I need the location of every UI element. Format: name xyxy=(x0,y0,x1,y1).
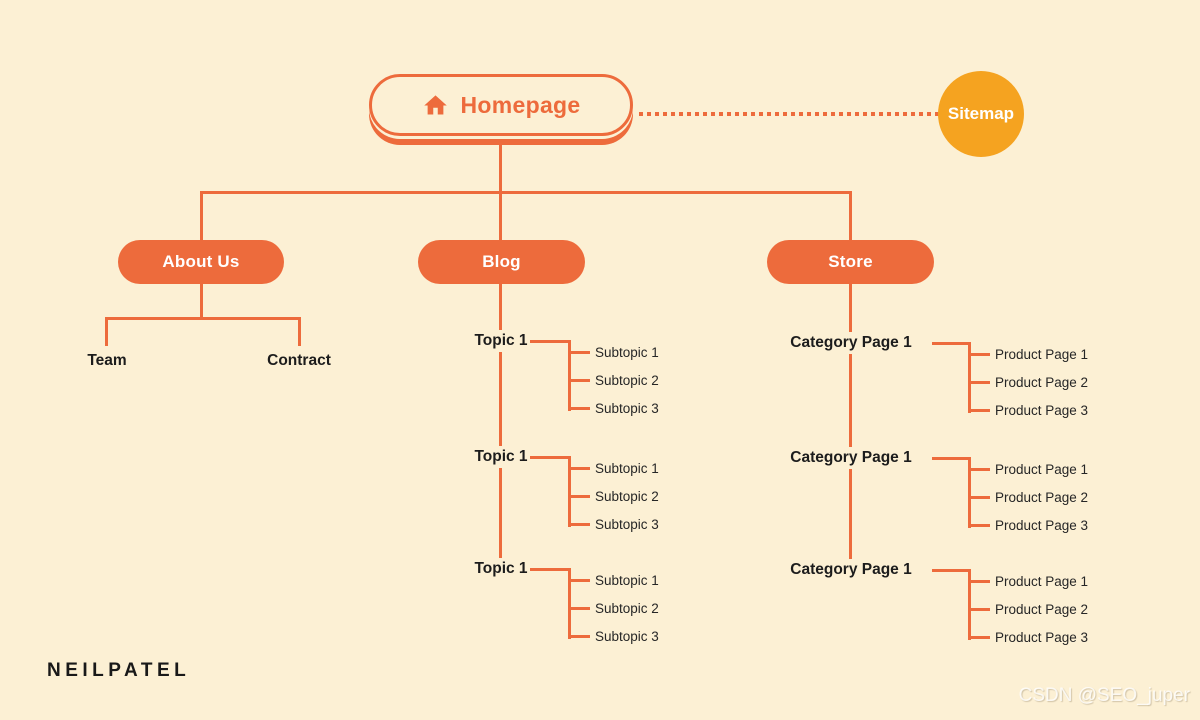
connector-tick xyxy=(568,495,590,498)
connector-tick xyxy=(568,635,590,638)
connector-tick xyxy=(568,579,590,582)
homepage-label: Homepage xyxy=(460,91,581,118)
node-blog: Blog xyxy=(418,240,585,284)
home-icon xyxy=(422,92,449,119)
topic-label: Topic 1 xyxy=(430,446,572,468)
category-label: Category Page 1 xyxy=(766,332,936,354)
node-subtopic: Subtopic 1 xyxy=(595,345,659,360)
connector-topic-elbow xyxy=(568,568,571,639)
neilpatel-logo: NEILPATEL xyxy=(47,660,191,681)
connector-topic-stub xyxy=(530,456,569,459)
dotted-connector xyxy=(639,112,941,116)
sitemap-label: Sitemap xyxy=(947,104,1015,123)
connector-category-elbow xyxy=(968,457,971,528)
node-sitemap: Sitemap xyxy=(938,71,1024,157)
connector-tick xyxy=(568,379,590,382)
node-subtopic: Subtopic 3 xyxy=(595,629,659,644)
connector-drop-blog xyxy=(499,191,502,240)
connector-tick xyxy=(568,607,590,610)
connector-drop-contract xyxy=(298,317,301,346)
watermark: CSDN @SEO_juper xyxy=(1018,685,1190,706)
connector-tick xyxy=(568,407,590,410)
node-subtopic: Subtopic 3 xyxy=(595,401,659,416)
connector-tick xyxy=(568,523,590,526)
connector-category-elbow xyxy=(968,569,971,640)
connector-tick xyxy=(968,496,990,499)
connector-tick xyxy=(968,580,990,583)
store-label: Store xyxy=(828,252,873,271)
connector-topic-stub xyxy=(530,340,569,343)
node-subtopic: Subtopic 1 xyxy=(595,461,659,476)
connector-category-stub xyxy=(932,342,971,345)
node-homepage: Homepage xyxy=(369,74,633,136)
connector-homepage-down xyxy=(499,144,502,193)
node-subtopic: Subtopic 2 xyxy=(595,489,659,504)
about-us-label: About Us xyxy=(162,252,240,271)
connector-topic-elbow xyxy=(568,456,571,527)
node-product-page: Product Page 3 xyxy=(995,403,1089,418)
node-product-page: Product Page 1 xyxy=(995,347,1089,362)
node-product-page: Product Page 2 xyxy=(995,602,1089,617)
connector-topic-elbow xyxy=(568,340,571,411)
node-product-page: Product Page 1 xyxy=(995,574,1089,589)
node-product-page: Product Page 3 xyxy=(995,518,1089,533)
node-product-page: Product Page 2 xyxy=(995,375,1089,390)
category-label: Category Page 1 xyxy=(766,447,936,469)
topic-label: Topic 1 xyxy=(430,558,572,580)
connector-tick xyxy=(968,409,990,412)
connector-about-horizontal xyxy=(105,317,301,320)
connector-blog-spine xyxy=(499,283,502,569)
node-subtopic: Subtopic 3 xyxy=(595,517,659,532)
connector-tick xyxy=(968,468,990,471)
connector-tick xyxy=(968,353,990,356)
connector-tick xyxy=(968,608,990,611)
node-team: Team xyxy=(87,352,127,369)
connector-drop-about xyxy=(200,191,203,240)
node-subtopic: Subtopic 2 xyxy=(595,373,659,388)
node-product-page: Product Page 2 xyxy=(995,490,1089,505)
connector-tick xyxy=(968,524,990,527)
connector-drop-team xyxy=(105,317,108,346)
connector-tick xyxy=(968,636,990,639)
connector-topic-stub xyxy=(530,568,569,571)
node-about-us: About Us xyxy=(118,240,284,284)
node-subtopic: Subtopic 1 xyxy=(595,573,659,588)
blog-label: Blog xyxy=(482,252,521,271)
node-subtopic: Subtopic 2 xyxy=(595,601,659,616)
node-store: Store xyxy=(767,240,934,284)
connector-category-stub xyxy=(932,457,971,460)
connector-category-stub xyxy=(932,569,971,572)
connector-tick xyxy=(568,467,590,470)
connector-store-spine xyxy=(849,283,852,570)
connector-about-down xyxy=(200,283,203,319)
node-product-page: Product Page 3 xyxy=(995,630,1089,645)
topic-label: Topic 1 xyxy=(430,330,572,352)
connector-category-elbow xyxy=(968,342,971,413)
connector-tick xyxy=(568,351,590,354)
connector-tick xyxy=(968,381,990,384)
connector-main-horizontal xyxy=(200,191,852,194)
node-product-page: Product Page 1 xyxy=(995,462,1089,477)
node-contract: Contract xyxy=(267,352,331,369)
category-label: Category Page 1 xyxy=(766,559,936,581)
connector-drop-store xyxy=(849,191,852,240)
